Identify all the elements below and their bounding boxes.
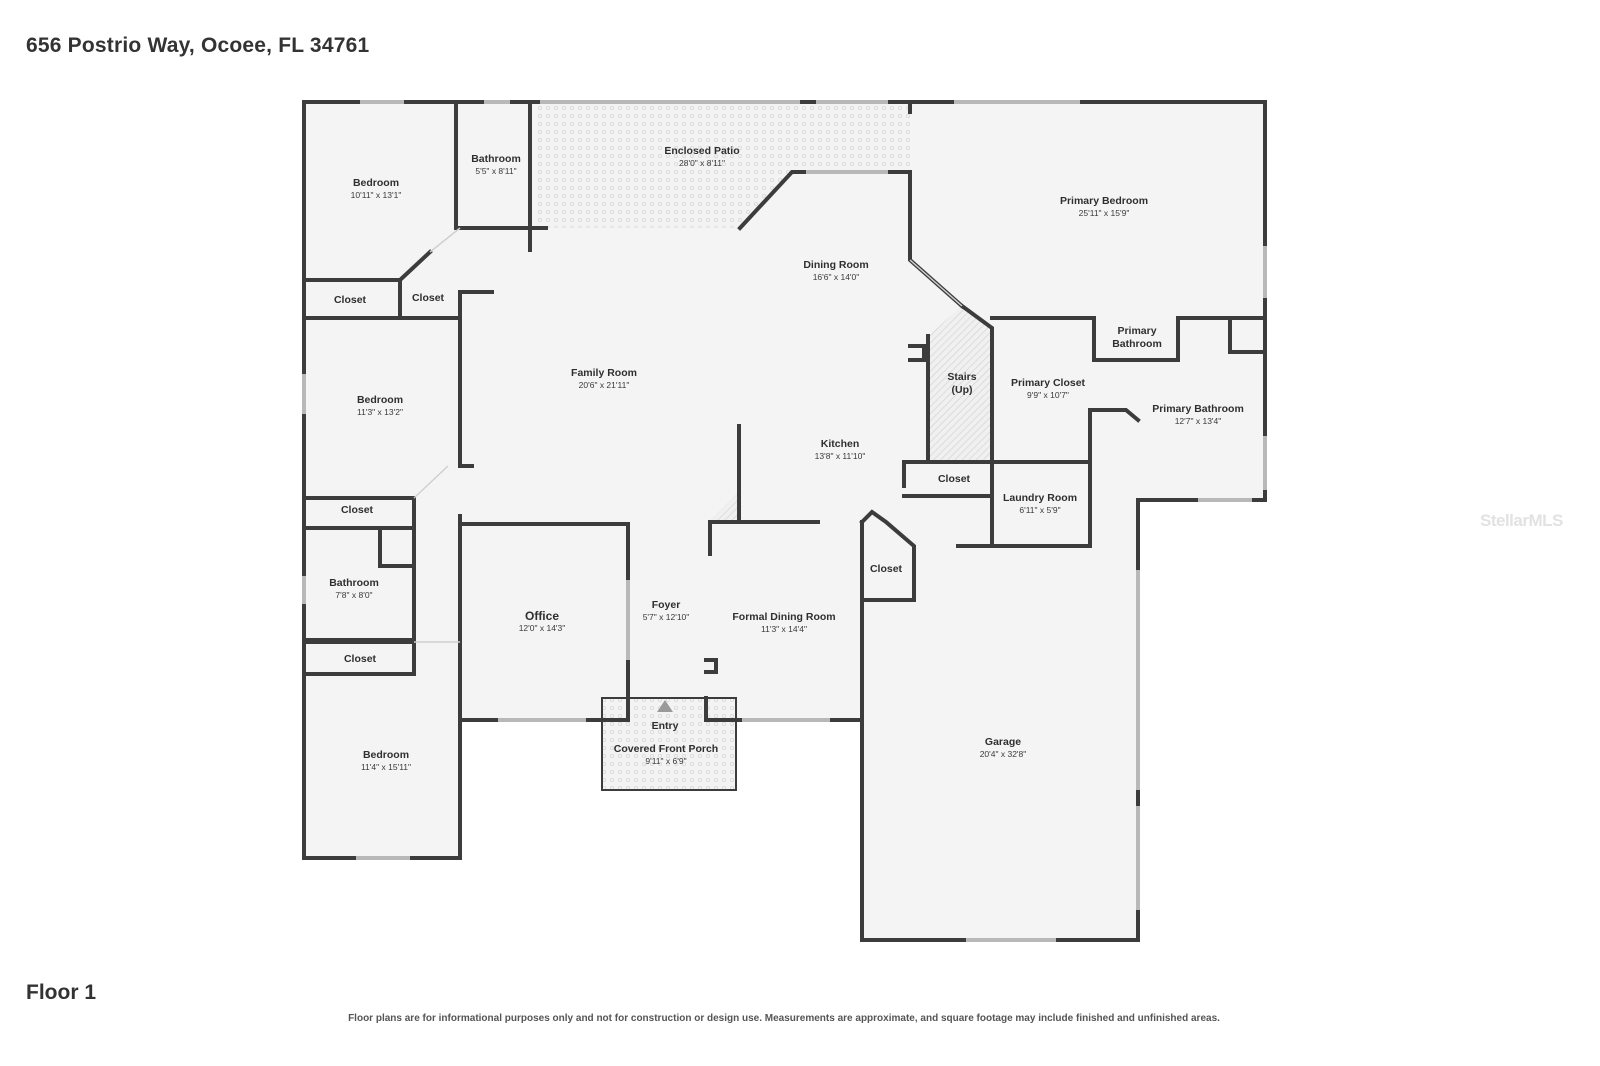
windows — [302, 100, 1267, 942]
porch-fill — [602, 698, 736, 790]
room-kitchen-name: Kitchen — [821, 438, 860, 450]
room-bathroom-n-name: Bathroom — [471, 153, 521, 165]
patio-fill — [537, 104, 910, 228]
stairs-fill — [928, 306, 992, 462]
entry-arrow-icon — [657, 700, 673, 712]
room-covered-front-porch-dim: 9'11" x 6'9" — [645, 756, 686, 766]
room-bedroom-sw-dim: 11'4" x 15'11" — [361, 762, 411, 772]
room-enclosed-patio-dim: 28'0" x 8'11" — [679, 158, 725, 168]
room-garage-dim: 20'4" x 32'8" — [980, 749, 1027, 759]
room-family-room-dim: 20'6" x 21'11" — [579, 380, 630, 390]
room-closet-3-name: Closet — [341, 504, 374, 516]
room-stairs-name: Stairs — [947, 371, 976, 383]
room-entry-name: Entry — [652, 720, 679, 732]
room-primary-bathroom-dim: 12'7" x 13'4" — [1175, 416, 1222, 426]
room-bathroom-w-dim: 7'8" x 8'0" — [335, 590, 372, 600]
disclaimer: Floor plans are for informational purpos… — [348, 1013, 1220, 1024]
watermark: StellarMLS — [1480, 511, 1563, 530]
room-dining-room-name: Dining Room — [803, 259, 868, 271]
room-closet-4-name: Closet — [344, 653, 377, 665]
room-closet-2-name: Closet — [412, 292, 445, 304]
room-bedroom-w-name: Bedroom — [357, 394, 403, 406]
room-closet-kitchen-name: Closet — [938, 473, 971, 485]
room-office-name: Office — [525, 609, 559, 623]
room-primary-bedroom-dim: 25'11" x 15'9" — [1079, 208, 1130, 218]
room-office-dim: 12'0" x 14'3" — [519, 623, 566, 633]
interior-walls — [302, 100, 1267, 722]
room-kitchen-dim: 13'8" x 11'10" — [815, 451, 866, 461]
room-garage-name: Garage — [985, 736, 1021, 748]
room-formal-dining-room-name: Formal Dining Room — [732, 611, 835, 623]
stairs-landing-fill — [709, 494, 737, 522]
room-bathroom-w-name: Bathroom — [329, 577, 379, 589]
room-bedroom-sw-name: Bedroom — [363, 749, 409, 761]
room-enclosed-patio-name: Enclosed Patio — [664, 145, 739, 157]
room-primary-bedroom-name: Primary Bedroom — [1060, 195, 1148, 207]
room-covered-front-porch-name: Covered Front Porch — [614, 743, 718, 755]
room-bedroom-nw-name: Bedroom — [353, 177, 399, 189]
room-foyer-name: Foyer — [652, 599, 681, 611]
room-labels: Bedroom 10'11" x 13'1" Bathroom 5'5" x 8… — [329, 145, 1244, 772]
room-laundry-room-name: Laundry Room — [1003, 492, 1077, 504]
room-stairs-sub: (Up) — [952, 384, 973, 396]
room-bedroom-nw-dim: 10'11" x 13'1" — [351, 190, 402, 200]
room-primary-closet-dim: 9'9" x 10'7" — [1027, 390, 1069, 400]
room-family-room-name: Family Room — [571, 367, 637, 379]
floor-label: Floor 1 — [26, 981, 97, 1004]
property-address: 656 Postrio Way, Ocoee, FL 34761 — [26, 34, 370, 57]
room-primary-bathroom-small-name: Primary — [1117, 325, 1156, 337]
room-primary-bathroom-name: Primary Bathroom — [1152, 403, 1244, 415]
room-foyer-dim: 5'7" x 12'10" — [643, 612, 690, 622]
room-laundry-room-dim: 6'11" x 5'9" — [1019, 505, 1060, 515]
room-primary-closet-name: Primary Closet — [1011, 377, 1086, 389]
room-closet-1-name: Closet — [334, 294, 367, 306]
room-closet-garage-name: Closet — [870, 563, 903, 575]
room-bedroom-w-dim: 11'3" x 13'2" — [357, 407, 403, 417]
room-dining-room-dim: 16'6" x 14'0" — [813, 272, 860, 282]
room-formal-dining-room-dim: 11'3" x 14'4" — [761, 624, 807, 634]
room-primary-bathroom-small-name2: Bathroom — [1112, 338, 1162, 350]
room-bathroom-n-dim: 5'5" x 8'11" — [475, 166, 516, 176]
porch-outline — [601, 697, 737, 791]
exterior-walls — [302, 100, 1267, 942]
